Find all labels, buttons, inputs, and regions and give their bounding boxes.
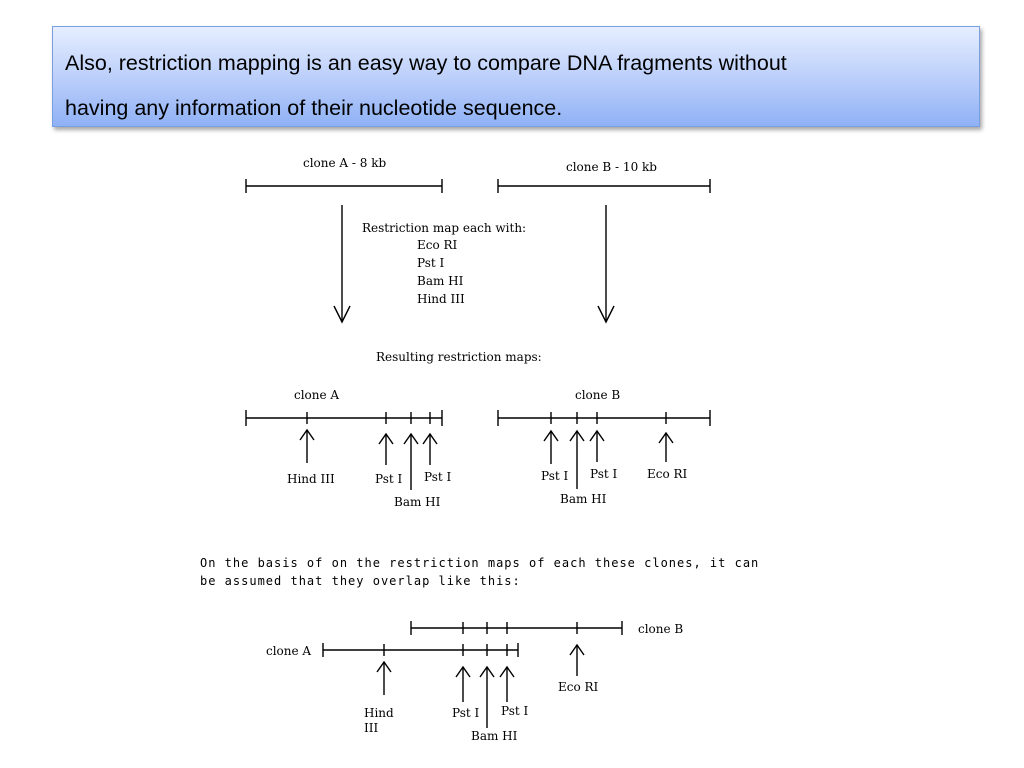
map-a-site-hind-iii: Hind III <box>287 472 335 486</box>
map-a-site-pst-i-1: Pst I <box>375 472 403 486</box>
map-b-site-bam-hi: Bam HI <box>560 492 607 506</box>
map-with-title: Restriction map each with: <box>362 221 526 235</box>
map-a-label: clone A <box>294 388 339 402</box>
enzyme-eco-ri: Eco RI <box>417 238 458 252</box>
enzyme-hind-iii: Hind III <box>417 292 465 306</box>
overlap-clone-a-label: clone A <box>266 644 311 658</box>
clone-b-title: clone B - 10 kb <box>566 160 657 174</box>
map-b-site-eco-ri: Eco RI <box>647 467 688 481</box>
callout-box: Also, restriction mapping is an easy way… <box>52 26 980 127</box>
overlap-site-iii: III <box>364 721 378 735</box>
overlap-site-pst-i-1: Pst I <box>452 706 480 720</box>
map-b-site-pst-i-2: Pst I <box>590 467 618 481</box>
clone-a-title: clone A - 8 kb <box>303 156 386 170</box>
overlap-site-bam-hi: Bam HI <box>471 729 518 743</box>
callout-line-2: having any information of their nucleoti… <box>65 96 563 120</box>
conclusion-line-2: be assumed that they overlap like this: <box>200 574 521 588</box>
conclusion-line-1: On the basis of on the restriction maps … <box>200 556 759 570</box>
map-a-site-pst-i-2: Pst I <box>424 470 452 484</box>
enzyme-bam-hi: Bam HI <box>417 274 464 288</box>
map-a-site-bam-hi: Bam HI <box>394 495 441 509</box>
map-b-label: clone B <box>575 388 620 402</box>
enzyme-pst-i: Pst I <box>417 256 445 270</box>
resulting-maps-title: Resulting restriction maps: <box>376 350 542 364</box>
callout-line-1: Also, restriction mapping is an easy way… <box>65 51 787 75</box>
overlap-site-eco-ri: Eco RI <box>558 680 599 694</box>
overlap-site-pst-i-2: Pst I <box>501 704 529 718</box>
overlap-site-hind: Hind <box>364 706 394 720</box>
map-b-site-pst-i-1: Pst I <box>541 469 569 483</box>
overlap-clone-b-label: clone B <box>638 622 683 636</box>
